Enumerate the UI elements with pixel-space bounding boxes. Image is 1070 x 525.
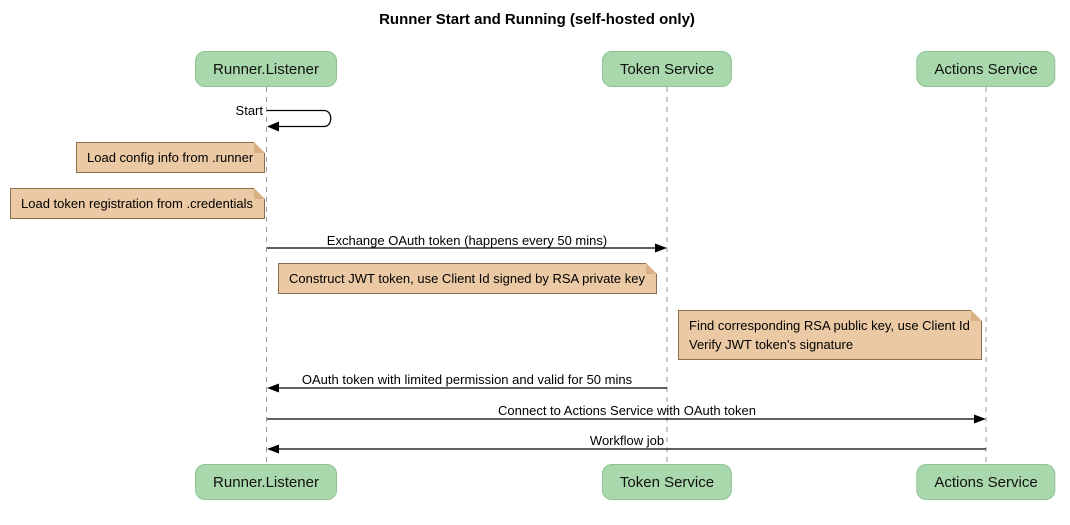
note-line: Load token registration from .credential…: [21, 196, 253, 211]
message-start-arrowhead: [267, 121, 279, 132]
participant-actions-service-top: Actions Service: [916, 51, 1056, 87]
participant-token-service-top: Token Service: [601, 51, 733, 87]
message-label-oauth-return: OAuth token with limited permission and …: [301, 372, 633, 387]
message-label-exchange: Exchange OAuth token (happens every 50 m…: [326, 233, 608, 248]
note-load-config: Load config info from .runner: [76, 142, 266, 173]
message-oauth-return-arrowhead: [267, 383, 279, 393]
note-line: Find corresponding RSA public key, use C…: [689, 318, 970, 333]
note-verify-jwt: Find corresponding RSA public key, use C…: [678, 310, 982, 360]
participant-runner-listener-top: Runner.Listener: [195, 51, 337, 87]
participant-actions-service-bottom: Actions Service: [916, 464, 1056, 500]
participant-token-service-bottom: Token Service: [601, 464, 733, 500]
message-exchange-arrowhead: [655, 243, 667, 253]
message-label-start: Start: [235, 103, 263, 118]
message-workflow-arrowhead: [267, 444, 279, 454]
note-line: Load config info from .runner: [87, 150, 254, 165]
diagram-title: Runner Start and Running (self-hosted on…: [379, 11, 695, 28]
note-line: Verify JWT token's signature: [689, 337, 854, 352]
message-label-connect: Connect to Actions Service with OAuth to…: [498, 403, 756, 418]
note-construct-jwt: Construct JWT token, use Client Id signe…: [278, 263, 657, 294]
message-label-workflow: Workflow job: [589, 433, 665, 448]
message-connect-arrowhead: [974, 414, 986, 424]
message-start-self-loop: [267, 109, 332, 128]
note-load-token-registration: Load token registration from .credential…: [10, 188, 265, 219]
note-line: Construct JWT token, use Client Id signe…: [289, 271, 645, 286]
participant-runner-listener-bottom: Runner.Listener: [195, 464, 337, 500]
